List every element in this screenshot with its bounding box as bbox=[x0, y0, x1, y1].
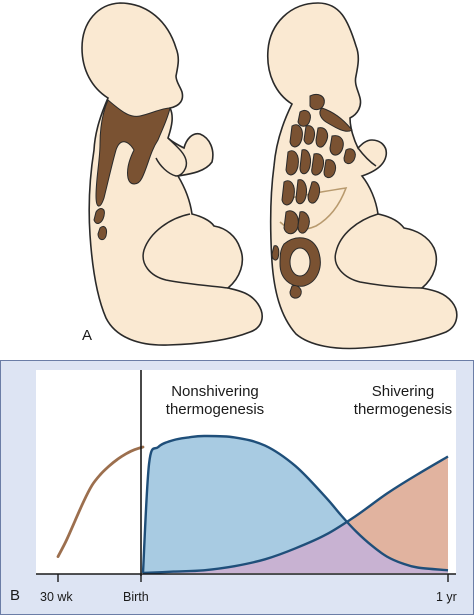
nonshivering-area bbox=[143, 435, 448, 573]
panel-a-letter: A bbox=[82, 327, 93, 344]
panel-a: A bbox=[81, 2, 458, 350]
infant-left bbox=[81, 2, 263, 346]
thermogenesis-chart bbox=[0, 360, 474, 615]
shivering-area bbox=[143, 456, 448, 573]
nonshivering-label-line2: thermogenesis bbox=[165, 401, 265, 418]
x-tick-label-birth: Birth bbox=[123, 590, 149, 604]
infant-right bbox=[266, 2, 458, 350]
x-tick-label-30wk: 30 wk bbox=[40, 590, 73, 604]
chart-layer bbox=[56, 434, 449, 575]
nonshivering-curve bbox=[141, 434, 449, 574]
x-tick-label-1yr: 1 yr bbox=[436, 590, 457, 604]
infant-left-leg bbox=[142, 213, 229, 289]
infant-left-arm bbox=[155, 137, 188, 177]
shivering-label-line2: thermogenesis bbox=[353, 401, 453, 418]
infant-right-leg bbox=[334, 213, 423, 289]
shivering-label-line1: Shivering bbox=[371, 383, 435, 400]
infant-right-arm bbox=[357, 147, 377, 167]
infant-left-brown-fat-spot1 bbox=[93, 208, 105, 224]
infant-illustrations bbox=[81, 2, 458, 350]
nonshivering-label: Nonshivering thermogenesis bbox=[150, 383, 280, 419]
infant-right-kidney bbox=[289, 247, 311, 277]
shivering-label: Shivering thermogenesis bbox=[344, 383, 462, 419]
infant-left-brown-fat-upper bbox=[95, 99, 171, 207]
panel-b: Nonshivering thermogenesis Shivering the… bbox=[0, 360, 474, 615]
panel-b-letter: B bbox=[10, 587, 21, 604]
prenatal-curve bbox=[56, 445, 145, 558]
shivering-curve bbox=[142, 455, 449, 575]
nonshivering-label-line1: Nonshivering bbox=[171, 383, 259, 400]
infant-left-brown-fat-spot2 bbox=[97, 225, 107, 241]
